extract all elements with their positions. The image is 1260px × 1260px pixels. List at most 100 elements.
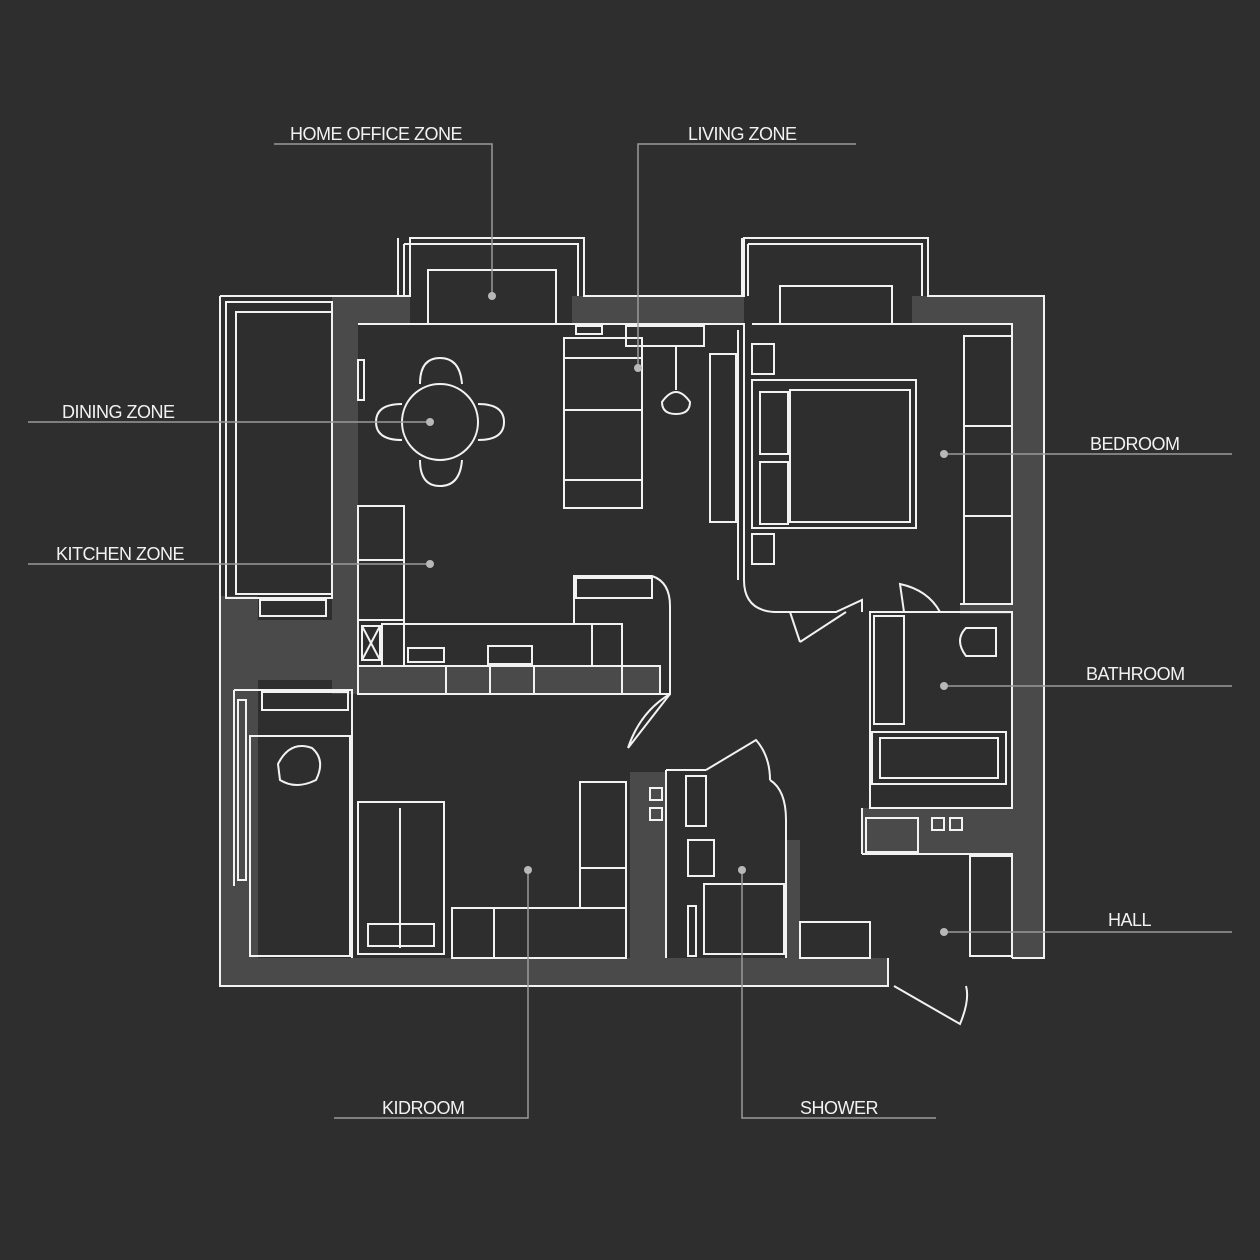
pillow-bottom [759,461,789,525]
dot-kidroom [524,866,532,874]
tv-unit [709,353,737,523]
kid-carpet [249,735,351,957]
shower-sink [685,775,707,827]
leader-home-office [274,143,493,296]
door-hall-entry [893,985,969,1026]
vents-2 [949,817,963,831]
shower-tray [703,883,785,955]
label-shower: SHOWER [800,1098,879,1118]
kid-shelf [579,781,627,909]
lamp [660,346,692,416]
wall-right-outer [1012,296,1044,958]
kidroom-outline [233,689,353,958]
wall-bed-bath [960,604,1012,614]
kid-wardrobe-base [367,923,435,947]
chair-top [419,356,463,385]
kid-top-strip [261,691,349,711]
shower-toilet [687,839,715,877]
vents-1 [931,817,945,831]
label-hall: HALL [1108,910,1152,930]
label-kidroom: KIDROOM [382,1098,465,1118]
label-home-office-zone: HOME OFFICE ZONE [290,124,463,144]
shower-door-strip [687,905,697,957]
door-shower [705,738,771,781]
dot-bathroom [940,682,948,690]
shower-vent-2 [649,807,663,821]
sink [407,647,445,663]
bathtub [871,731,1007,785]
wall-kitchen-kid [248,620,352,680]
pillow-top [759,391,789,455]
hall-wardrobe [969,855,1013,957]
living-room-outline [358,323,863,613]
bathroom-outline [869,611,1013,809]
wall-bottom-outer [220,958,888,986]
sofa [563,337,643,509]
kitchen-base [357,665,661,695]
walls [220,296,1044,986]
fridge-x2 [361,625,381,661]
kid-desk [451,907,627,959]
wall-kid-shower [630,772,666,958]
fridge-box [361,625,381,661]
bedroom-wardrobe [963,335,1013,605]
door-bedroom [789,611,847,643]
dot-shower [738,866,746,874]
balcony-right [741,238,923,296]
hob [487,645,533,665]
shower-outline [665,769,787,958]
dot-living [634,364,642,372]
marker-dots [426,292,948,936]
nightstand-top [751,343,775,375]
dining-window [357,359,365,401]
kid-sep-box [259,599,327,617]
wall-shower-right [786,840,800,958]
leader-kidroom [334,870,529,1119]
bed-frame [751,379,917,529]
toilet [959,627,997,657]
label-living-zone: LIVING ZONE [688,124,797,144]
left-balcony [225,301,333,599]
dot-hall [940,928,948,936]
chair-bottom [419,459,463,488]
wall-top-b [572,296,744,324]
label-bedroom: BEDROOM [1090,434,1180,454]
leader-living [637,143,856,368]
dot-home-office [488,292,496,300]
label-kitchen-zone: KITCHEN ZONE [56,544,185,564]
chair-right [477,403,506,441]
door-bathroom [898,582,941,613]
sofa-seat [563,409,643,481]
kid-window-side [237,699,247,881]
dot-dining [426,418,434,426]
bathtub-inner [879,737,999,779]
door-kitchen-hall [627,693,671,749]
hall-cabinet [865,817,919,853]
balcony-left [397,238,579,296]
label-bathroom: BATHROOM [1086,664,1185,684]
leader-shower [741,870,936,1119]
shower-vent-1 [649,787,663,801]
wall-counter-base [358,666,660,694]
bed-mattress [789,389,911,523]
left-balcony-inner [235,311,333,595]
desk [625,325,705,347]
kid-chair [276,745,322,786]
label-dining-zone: DINING ZONE [62,402,175,422]
dot-bedroom [940,450,948,458]
vanity [873,615,905,725]
desk-monitor [575,325,603,335]
outlines [219,237,1045,1026]
kid-wardrobe [357,801,445,955]
bedroom-window-box [779,285,893,325]
leader-lines [28,143,1232,1119]
hall-bench [799,921,871,959]
island-shelf [575,577,653,599]
island [573,575,671,695]
wall-top-c [912,296,1044,324]
nightstand-bottom [751,533,775,565]
dot-kitchen [426,560,434,568]
sofa-back [563,337,643,359]
